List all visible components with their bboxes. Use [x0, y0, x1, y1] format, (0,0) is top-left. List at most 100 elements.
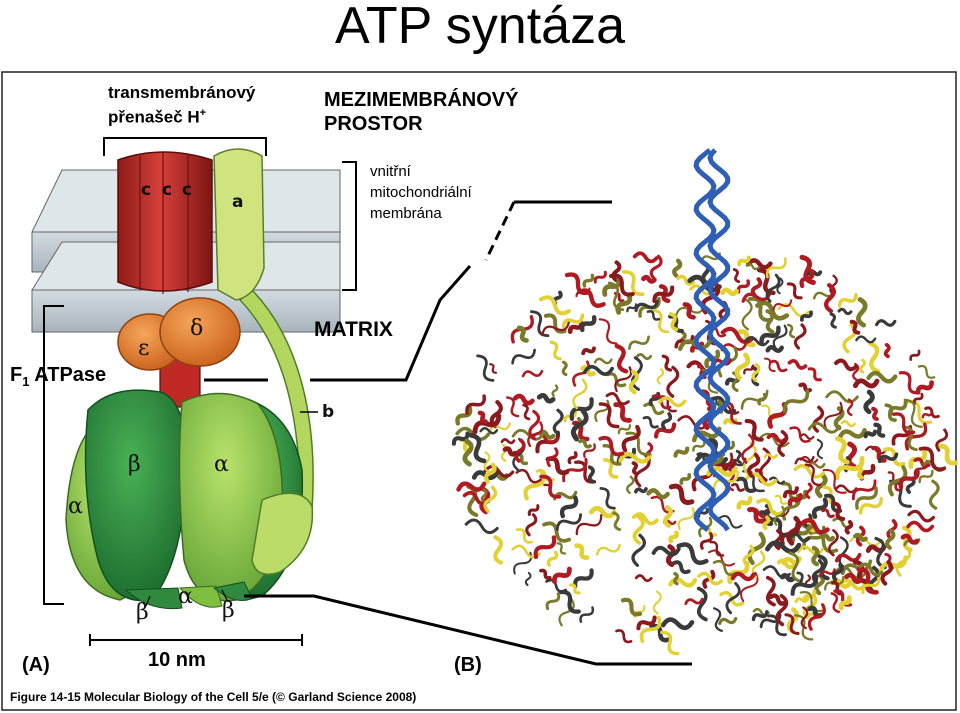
- ribbon-strand: [546, 447, 559, 468]
- ribbon-strand: [661, 354, 673, 372]
- ribbon-strand: [849, 319, 861, 335]
- ribbon-strand: [480, 488, 488, 504]
- ribbon-strand: [772, 299, 793, 311]
- ribbon-strand: [831, 580, 844, 596]
- ribbon-strand: [887, 465, 908, 497]
- ribbon-strand: [755, 300, 790, 321]
- ribbon-strand: [788, 551, 803, 583]
- ribbon-strand: [807, 603, 826, 631]
- ribbon-strand: [569, 583, 581, 595]
- pointer-beta-right: [221, 589, 229, 603]
- ribbon-strand: [634, 574, 653, 583]
- ribbon-strand: [639, 615, 662, 643]
- ribbon-strand: [575, 514, 603, 536]
- ribbon-strand: [539, 474, 562, 499]
- ribbon-strand: [598, 318, 618, 345]
- ribbon-strand: [663, 505, 673, 528]
- subunit-beta-bottom-right-label: β: [222, 598, 235, 623]
- ribbon-strand: [656, 368, 665, 385]
- ribbon-strand: [773, 505, 786, 526]
- ribbon-strand: [652, 285, 675, 304]
- ribbon-strand: [545, 592, 561, 611]
- ribbon-strand: [635, 353, 653, 360]
- ribbon-strand: [561, 360, 568, 377]
- ribbon-strand: [583, 443, 596, 458]
- ribbon-strand: [464, 518, 499, 535]
- ribbon-strand: [536, 393, 556, 404]
- ribbon-strand: [837, 307, 853, 316]
- ribbon-strand: [527, 421, 544, 448]
- ribbon-strand: [527, 504, 540, 517]
- ribbon-strand: [515, 468, 542, 484]
- ribbon-strand: [614, 343, 629, 374]
- ribbon-strand: [735, 449, 742, 464]
- ribbon-strand: [734, 352, 751, 381]
- transporter-label-line1: transmembránový: [108, 83, 256, 102]
- ribbon-strand: [736, 279, 751, 294]
- subunit-delta-label: δ: [190, 316, 204, 341]
- ribbon-strand: [595, 543, 621, 556]
- ribbon-strand: [767, 614, 787, 637]
- ribbon-strand: [823, 283, 837, 314]
- ribbon-strand: [567, 320, 584, 334]
- ribbon-strand: [541, 320, 571, 337]
- ribbon-strand: [766, 432, 788, 444]
- ribbon-strand: [787, 493, 803, 507]
- ribbon-strand: [577, 288, 606, 308]
- ribbon-strand: [853, 532, 868, 543]
- subunit-beta-left-label: β: [128, 452, 141, 477]
- ribbon-strand: [765, 540, 802, 554]
- scale-label: 10 nm: [148, 649, 206, 671]
- stalk-helix: [707, 148, 731, 532]
- ribbon-strand: [866, 370, 898, 384]
- ribbon-strand: [720, 326, 755, 345]
- ribbon-strand: [747, 531, 766, 566]
- ribbon-strand: [649, 623, 672, 643]
- ribbon-strand: [672, 258, 683, 278]
- ribbon-strand: [863, 429, 878, 439]
- ribbon-strand: [684, 597, 704, 605]
- ribbon-strand: [476, 354, 495, 382]
- ribbon-strand: [880, 560, 894, 586]
- ribbon-strand: [740, 571, 759, 602]
- ribbon-strand: [456, 481, 487, 492]
- ribbon-strand: [622, 270, 645, 297]
- ribbon-strand: [912, 392, 924, 405]
- intermembrane-label-line1: MEZIMEMBRÁNOVÝ: [324, 89, 519, 111]
- ribbon-strand: [500, 438, 516, 445]
- ribbon-strand: [651, 309, 670, 334]
- ribbon-strand: [742, 544, 755, 567]
- ribbon-strand: [615, 629, 633, 644]
- ribbon-strand: [773, 529, 783, 551]
- ribbon-strand: [578, 438, 592, 449]
- ribbon-strand: [906, 520, 935, 533]
- ribbon-strand: [819, 568, 836, 578]
- stalk-helix: [693, 148, 717, 532]
- ribbon-strand: [483, 451, 491, 473]
- membrane-label-line1: vnitřní: [370, 163, 411, 180]
- connector-bottom: [244, 594, 692, 666]
- ribbon-strand: [615, 292, 633, 315]
- ribbon-strand: [618, 451, 653, 464]
- ribbon-strand: [673, 446, 690, 458]
- ribbon-strand: [816, 438, 824, 460]
- ribbon-strand: [483, 464, 515, 478]
- ribbon-strand: [905, 476, 916, 494]
- ribbon-strand: [502, 446, 518, 457]
- ribbon-strand: [838, 578, 868, 591]
- matrix-label: MATRIX: [314, 318, 393, 341]
- ribbon-strand: [765, 345, 784, 353]
- ribbon-strand: [462, 438, 474, 467]
- ribbon-strand: [822, 468, 847, 494]
- f1-prefix: F: [10, 364, 23, 386]
- ribbon-strand: [668, 530, 679, 544]
- ribbon-strand: [546, 550, 559, 567]
- ribbon-strand: [817, 554, 830, 581]
- ribbon-strand: [936, 443, 958, 466]
- ribbon-strand: [455, 405, 473, 426]
- ribbon-strand: [545, 456, 570, 476]
- ribbon-strand: [489, 363, 498, 374]
- ribbon-strand: [800, 518, 830, 535]
- ribbon-strand: [523, 470, 546, 501]
- membrane-label-line3: membrána: [370, 205, 442, 222]
